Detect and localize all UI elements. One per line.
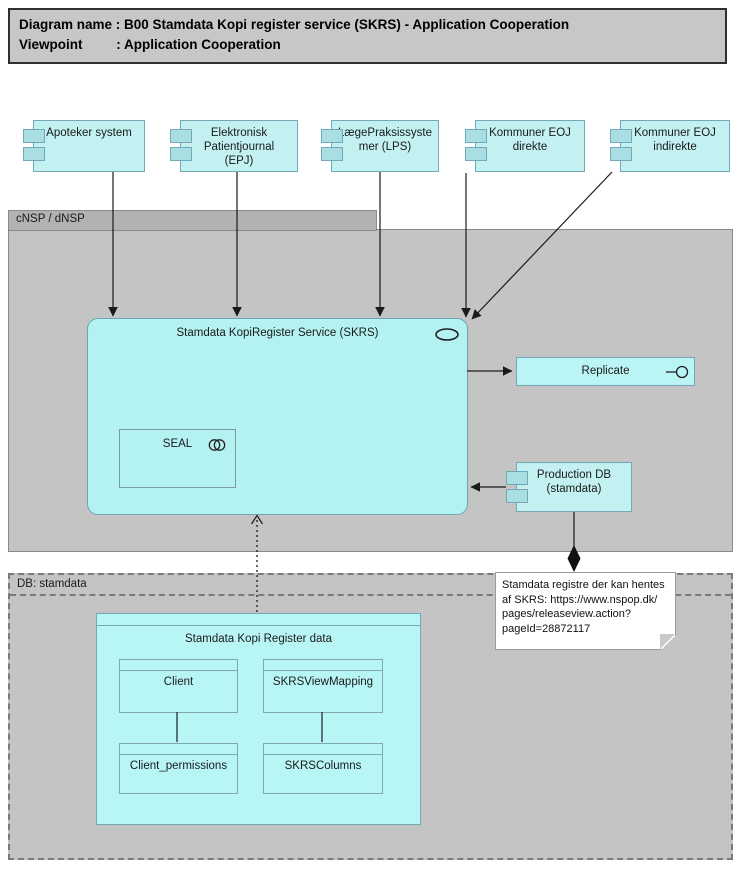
- component-port-icon: [465, 147, 487, 161]
- component-label: Apoteker system: [46, 127, 132, 139]
- component-port-icon: [170, 129, 192, 143]
- data-object-client: Client: [119, 659, 238, 713]
- data-object-strip: [120, 744, 237, 755]
- seal-box: SEAL: [119, 429, 236, 488]
- component-kommuner-eoj-indirekte: Kommuner EOJ indirekte: [610, 120, 730, 172]
- service-replicate: Replicate: [516, 357, 695, 386]
- data-object-label: Client: [163, 676, 194, 688]
- data-object-strip: [264, 660, 382, 671]
- service-skrs-label: Stamdata KopiRegister Service (SKRS): [176, 327, 379, 339]
- component-port-icon: [321, 129, 343, 143]
- replicate-label: Replicate: [581, 365, 630, 377]
- data-object-client-permissions: Client_permissions: [119, 743, 238, 794]
- diagram-title-block: Diagram name : B00 Stamdata Kopi registe…: [8, 8, 727, 64]
- note-text: Stamdata registre der kan hentes af SKRS…: [502, 579, 665, 635]
- group-cnsp-label: cNSP / dNSP: [16, 213, 85, 225]
- data-object-strip: [264, 744, 382, 755]
- interface-lollipop-icon: [666, 365, 689, 379]
- component-label: Elektronisk Patientjournal (EPJ): [203, 127, 275, 167]
- component-label: Production DB (stamdata): [536, 469, 612, 495]
- component-kommuner-eoj-direkte: Kommuner EOJ direkte: [465, 120, 585, 172]
- group-cnsp-tab: cNSP / dNSP: [8, 210, 377, 231]
- diagram-name: Diagram name : B00 Stamdata Kopi registe…: [19, 17, 570, 32]
- data-object-skrsviewmapping: SKRSViewMapping: [263, 659, 383, 713]
- component-port-icon: [23, 147, 45, 161]
- application-service-icon: [435, 328, 459, 341]
- data-object-label: Client_permissions: [129, 760, 228, 772]
- data-object-skrscolumns: SKRSColumns: [263, 743, 383, 794]
- group-db-label: DB: stamdata: [17, 578, 87, 590]
- component-lps: LægePraksissyste mer (LPS): [321, 120, 439, 172]
- component-label: LægePraksissyste mer (LPS): [338, 127, 432, 153]
- component-port-icon: [506, 489, 528, 503]
- component-production-db: Production DB (stamdata): [506, 462, 632, 512]
- note-stamdata-registre: Stamdata registre der kan hentes af SKRS…: [495, 572, 676, 650]
- component-port-icon: [610, 147, 632, 161]
- collaboration-circles-icon: [208, 439, 226, 451]
- data-object-strip: [120, 660, 237, 671]
- viewpoint-name: Viewpoint : Application Cooperation: [19, 37, 281, 52]
- component-label: Kommuner EOJ indirekte: [634, 127, 716, 153]
- component-port-icon: [321, 147, 343, 161]
- component-apoteker-system: Apoteker system: [23, 120, 145, 172]
- data-object-group: Stamdata Kopi Register data Client SKRSV…: [96, 613, 421, 825]
- component-port-icon: [23, 129, 45, 143]
- service-skrs: Stamdata KopiRegister Service (SKRS) SEA…: [87, 318, 468, 515]
- seal-label: SEAL: [162, 438, 193, 450]
- group-db-separator: [10, 594, 731, 596]
- component-epj: Elektronisk Patientjournal (EPJ): [170, 120, 298, 172]
- component-port-icon: [506, 471, 528, 485]
- data-object-label: SKRSColumns: [284, 760, 362, 772]
- data-object-strip: [97, 614, 420, 626]
- component-label: Kommuner EOJ direkte: [489, 127, 571, 153]
- component-port-icon: [610, 129, 632, 143]
- component-port-icon: [170, 147, 192, 161]
- data-group-label: Stamdata Kopi Register data: [184, 633, 333, 645]
- data-object-label: SKRSViewMapping: [272, 676, 374, 688]
- component-port-icon: [465, 129, 487, 143]
